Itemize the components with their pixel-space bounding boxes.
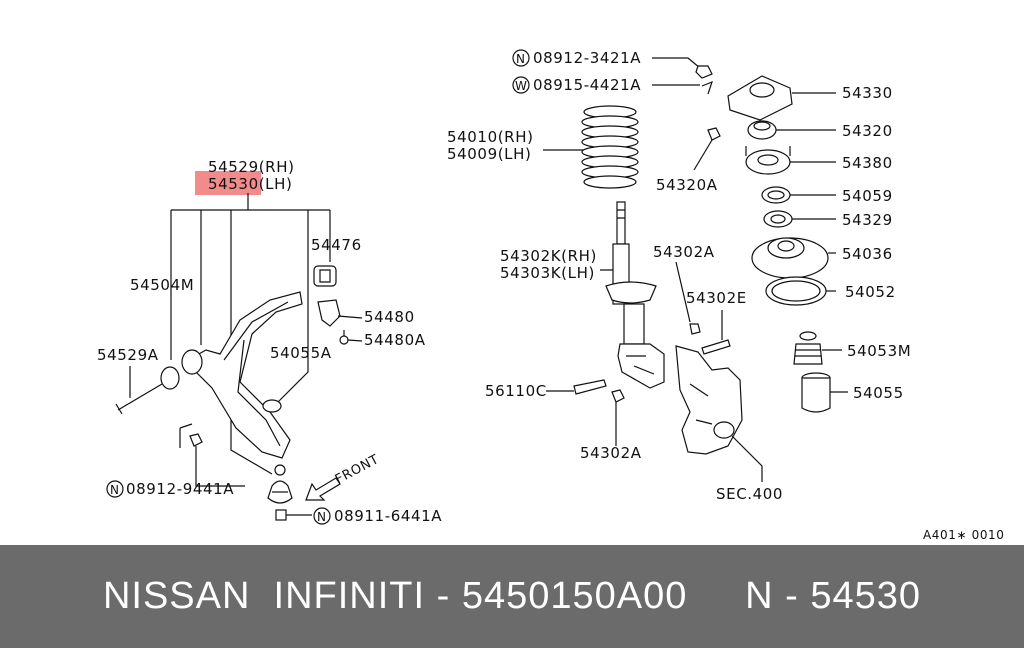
nut-54302a-bottom[interactable] bbox=[611, 389, 625, 403]
strut-group: N 08912-3421A W 08915-4421A 54010(RH) 54… bbox=[447, 49, 783, 503]
label-54476[interactable]: 54476 bbox=[311, 236, 362, 254]
strut-mount-54330[interactable] bbox=[727, 75, 793, 121]
label-54059[interactable]: 54059 bbox=[842, 187, 893, 205]
n-symbol: N bbox=[110, 483, 120, 497]
bushing-54476[interactable] bbox=[313, 265, 337, 287]
reference-code: A401∗ 0010 bbox=[923, 528, 1005, 542]
label-08911-6441a[interactable]: 08911-6441A bbox=[334, 507, 442, 525]
label-56110c[interactable]: 56110C bbox=[485, 382, 547, 400]
label-54302e[interactable]: 54302E bbox=[686, 289, 747, 307]
label-08912-3421a[interactable]: 08912-3421A bbox=[533, 49, 641, 67]
label-54055[interactable]: 54055 bbox=[853, 384, 904, 402]
label-54480[interactable]: 54480 bbox=[364, 308, 415, 326]
strut-mount-group: 54330 54320 54380 54059 54329 54036 5405 bbox=[727, 75, 911, 413]
label-08915-4421a[interactable]: 08915-4421A bbox=[533, 76, 641, 94]
bumper-54053m[interactable] bbox=[793, 331, 823, 365]
label-54302a-top[interactable]: 54302A bbox=[653, 243, 715, 261]
label-54010-rh[interactable]: 54010(RH) bbox=[447, 128, 534, 146]
n-symbol-icon-2 bbox=[313, 507, 331, 525]
bushing-54529a[interactable] bbox=[160, 366, 180, 390]
nut-08911-6441a[interactable] bbox=[275, 509, 287, 521]
bolt-54302e[interactable] bbox=[701, 339, 731, 355]
n-symbol-icon bbox=[106, 480, 124, 498]
label-54009-lh[interactable]: 54009(LH) bbox=[447, 145, 531, 163]
label-54052[interactable]: 54052 bbox=[845, 283, 896, 301]
arm-bushing[interactable] bbox=[181, 349, 203, 375]
ball-joint[interactable] bbox=[274, 464, 286, 476]
n-symbol-2: N bbox=[317, 510, 327, 524]
label-54302a-bottom[interactable]: 54302A bbox=[580, 444, 642, 462]
label-08912-9441a[interactable]: 08912-9441A bbox=[126, 480, 234, 498]
part-number-text: NISSAN INFINITI - 5450150A00 N - 54530 bbox=[102, 575, 922, 617]
bolt-56110c[interactable] bbox=[573, 379, 607, 395]
label-54504m[interactable]: 54504M bbox=[130, 276, 194, 294]
nut-08912-9441a[interactable] bbox=[189, 433, 203, 447]
label-54036[interactable]: 54036 bbox=[842, 245, 893, 263]
part-number-banner: NISSAN INFINITI - 5450150A00 N - 54530 bbox=[0, 545, 1024, 648]
label-54530-lh[interactable]: 54530(LH) bbox=[208, 175, 292, 193]
label-54320[interactable]: 54320 bbox=[842, 122, 893, 140]
label-54529a[interactable]: 54529A bbox=[97, 346, 159, 364]
label-front: FRONT bbox=[333, 452, 382, 488]
label-54303k-lh[interactable]: 54303K(LH) bbox=[500, 264, 595, 282]
label-54320a[interactable]: 54320A bbox=[656, 176, 718, 194]
dust-cover-54055[interactable] bbox=[801, 372, 831, 413]
label-54053m[interactable]: 54053M bbox=[847, 342, 911, 360]
transverse-link-group: 54529(RH) 54530(LH) 54476 54504M 54480 5… bbox=[97, 158, 442, 525]
bracket-54480[interactable] bbox=[317, 299, 341, 327]
front-arrow-icon bbox=[305, 477, 341, 501]
n-symbol-3: N bbox=[516, 52, 526, 66]
label-54480a[interactable]: 54480A bbox=[364, 331, 426, 349]
strut-assembly[interactable] bbox=[605, 201, 665, 389]
label-54529-rh[interactable]: 54529(RH) bbox=[208, 158, 295, 176]
label-54302k-rh[interactable]: 54302K(RH) bbox=[500, 247, 597, 265]
w-symbol: W bbox=[515, 79, 527, 93]
washer-54055a[interactable] bbox=[262, 399, 282, 413]
label-54329[interactable]: 54329 bbox=[842, 211, 893, 229]
label-sec400[interactable]: SEC.400 bbox=[716, 485, 783, 503]
n-symbol-icon-3 bbox=[512, 49, 530, 67]
coil-spring[interactable] bbox=[581, 105, 639, 189]
nut-54302a-top[interactable] bbox=[689, 323, 701, 335]
nut-08912-3421a[interactable] bbox=[695, 65, 713, 79]
label-54055a[interactable]: 54055A bbox=[270, 344, 332, 362]
label-54380[interactable]: 54380 bbox=[842, 154, 893, 172]
suspension-parts-diagram: 54529(RH) 54530(LH) 54476 54504M 54480 5… bbox=[97, 49, 1005, 542]
part-highlight bbox=[195, 171, 261, 195]
steering-knuckle[interactable] bbox=[675, 345, 743, 455]
label-54330[interactable]: 54330 bbox=[842, 84, 893, 102]
w-symbol-icon bbox=[512, 76, 530, 94]
bolt-54320a[interactable] bbox=[707, 127, 721, 141]
lower-arm[interactable] bbox=[187, 291, 303, 459]
bolt-54480a[interactable] bbox=[339, 335, 349, 345]
